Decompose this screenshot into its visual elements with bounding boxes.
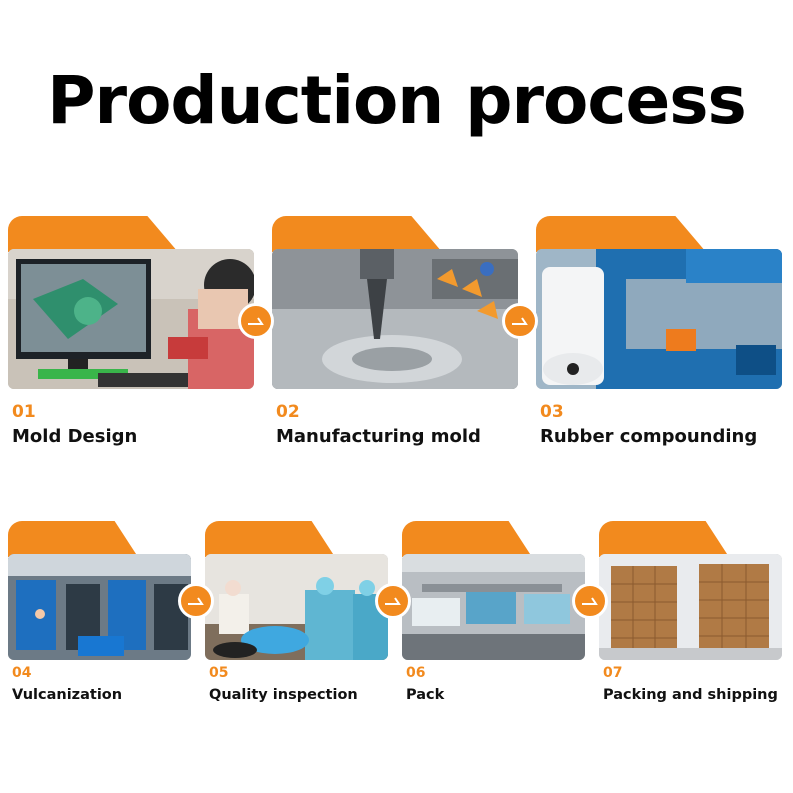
photo-quality-inspection <box>205 554 388 660</box>
photo-rubber-compounding <box>536 249 782 389</box>
photo-vulcanization <box>8 554 191 660</box>
photo-packing-and-shipping <box>599 554 782 660</box>
step-number: 02 <box>276 402 300 422</box>
step-tab <box>599 521 729 557</box>
step-tab <box>402 521 532 557</box>
arrow-right-icon <box>375 583 411 619</box>
arrow-right-icon <box>178 583 214 619</box>
step-number: 05 <box>209 665 229 681</box>
step-label: Pack <box>406 687 445 703</box>
arrow-right-icon <box>502 303 538 339</box>
photo-manufacturing-mold <box>272 249 518 389</box>
step-number: 07 <box>603 665 623 681</box>
step-label: Manufacturing mold <box>276 426 481 447</box>
page-title: Production process <box>47 62 747 139</box>
step-tab <box>272 216 442 252</box>
photo-pack <box>402 554 585 660</box>
step-label: Mold Design <box>12 426 138 447</box>
step-label: Quality inspection <box>209 687 358 703</box>
step-tab <box>536 216 706 252</box>
step-number: 03 <box>540 402 564 422</box>
step-number: 06 <box>406 665 426 681</box>
step-number: 04 <box>12 665 32 681</box>
step-tab <box>205 521 335 557</box>
arrow-right-icon <box>572 583 608 619</box>
step-tab <box>8 216 178 252</box>
step-tab <box>8 521 138 557</box>
step-label: Vulcanization <box>12 687 123 703</box>
step-label: Packing and shipping <box>603 687 778 703</box>
step-label: Rubber compounding <box>540 426 758 447</box>
step-number: 01 <box>12 402 36 422</box>
photo-mold-design <box>8 249 254 389</box>
arrow-right-icon <box>238 303 274 339</box>
